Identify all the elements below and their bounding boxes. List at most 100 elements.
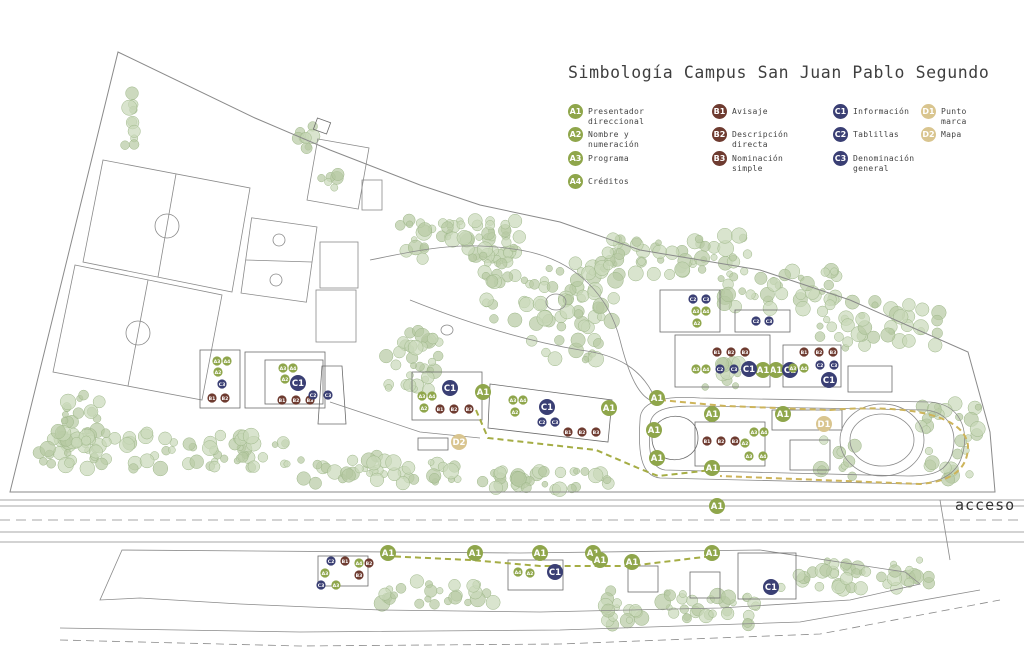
tree-icon (119, 437, 135, 453)
marker-b3: B3 (464, 404, 474, 414)
marker-label: C2 (328, 559, 335, 565)
tree-icon (631, 236, 642, 247)
tree-icon (586, 285, 602, 300)
legend-label: Descripción directa (732, 130, 789, 149)
marker-label: A2 (694, 321, 701, 327)
tree-icon (745, 289, 756, 300)
tree-icon (476, 475, 489, 488)
legend-label: Tablillas (853, 130, 900, 139)
tree-icon (731, 227, 748, 244)
marker-a1: A1 (649, 450, 665, 466)
tree-icon (629, 604, 642, 618)
tree-icon (59, 393, 77, 411)
tree-icon (831, 579, 846, 594)
marker-label: A1 (711, 502, 724, 512)
tree-icon (271, 441, 279, 448)
legend-label: Avisaje (732, 107, 768, 116)
tree-icon (168, 446, 176, 454)
marker-a4: A4 (701, 364, 711, 374)
tree-icon (101, 436, 112, 447)
tree-icon (508, 213, 523, 229)
marker-label: A1 (757, 366, 770, 376)
tree-icon (840, 318, 855, 333)
tree-icon (573, 309, 584, 319)
pond (440, 324, 454, 336)
marker-badge (755, 362, 771, 378)
tree-icon (475, 233, 483, 241)
tree-icon (820, 267, 830, 277)
tree-icon (496, 258, 508, 270)
marker-b1: B1 (712, 347, 722, 357)
tree-icon (429, 473, 440, 484)
tree-icon (551, 481, 568, 497)
marker-label: C1 (541, 403, 553, 413)
marker-label: C3 (703, 297, 710, 303)
tree-icon (139, 453, 155, 469)
marker-a1: A1 (532, 545, 548, 561)
tree-icon (456, 220, 466, 230)
marker-a3: A3 (691, 306, 701, 316)
tree-icon (121, 99, 138, 116)
tree-icon (408, 474, 420, 485)
marker-label: C1 (292, 379, 304, 389)
marker-a4: A4 (513, 567, 523, 577)
tree-icon (405, 220, 414, 228)
tree-icon (816, 305, 829, 317)
marker-badge (592, 552, 608, 568)
lower-road (59, 589, 981, 633)
marker-label: C2 (690, 297, 697, 303)
legend-label: Nominación simple (732, 154, 784, 173)
legend-badge: B2 (712, 127, 727, 142)
marker-d2: D2 (451, 434, 467, 450)
routes (384, 399, 970, 567)
tree-icon (902, 334, 916, 348)
marker-label: A4 (356, 561, 363, 567)
marker-badge (688, 294, 698, 304)
marker-label: A1 (651, 454, 664, 464)
marker-label: A3 (693, 367, 700, 373)
tree-icon (366, 455, 382, 471)
marker-badge (518, 395, 528, 405)
tree-icon (384, 384, 393, 392)
tree-icon (556, 321, 567, 332)
tree-icon (478, 251, 488, 261)
tree-icon (602, 475, 612, 484)
tree-icon (581, 265, 597, 281)
marker-label: B1 (342, 559, 349, 565)
marker-label: A1 (587, 549, 600, 559)
tree-icon (924, 446, 933, 456)
tree-icon (510, 471, 527, 487)
tree-icon (826, 321, 838, 333)
marker-badge (788, 363, 798, 373)
marker-badge (768, 362, 784, 378)
marker-c1: C1 (763, 579, 779, 595)
tree-icon (283, 460, 291, 468)
marker-label: D2 (453, 438, 466, 448)
marker-c2: C2 (751, 316, 761, 326)
tree-icon (855, 312, 870, 327)
tree-icon (427, 459, 435, 466)
marker-badge (222, 356, 232, 366)
tree-icon (717, 275, 725, 283)
tree-icon (742, 249, 753, 259)
lower-road (59, 599, 1001, 647)
lower-buildings (317, 552, 797, 600)
tree-icon (488, 480, 503, 495)
tree-icon (814, 581, 825, 592)
marker-c3: C3 (829, 360, 839, 370)
tree-icon (924, 455, 940, 471)
tree-icon (607, 272, 624, 289)
marker-badge (326, 556, 336, 566)
marker-badge (364, 558, 374, 568)
marker-badge (316, 580, 326, 590)
marker-label: C3 (831, 363, 838, 369)
marker-b1: B1 (340, 556, 350, 566)
marker-label: B2 (293, 398, 300, 404)
tree-icon (324, 177, 333, 186)
tree-icon (520, 276, 529, 284)
marker-badge (829, 360, 839, 370)
legend-label: Créditos (588, 177, 629, 186)
